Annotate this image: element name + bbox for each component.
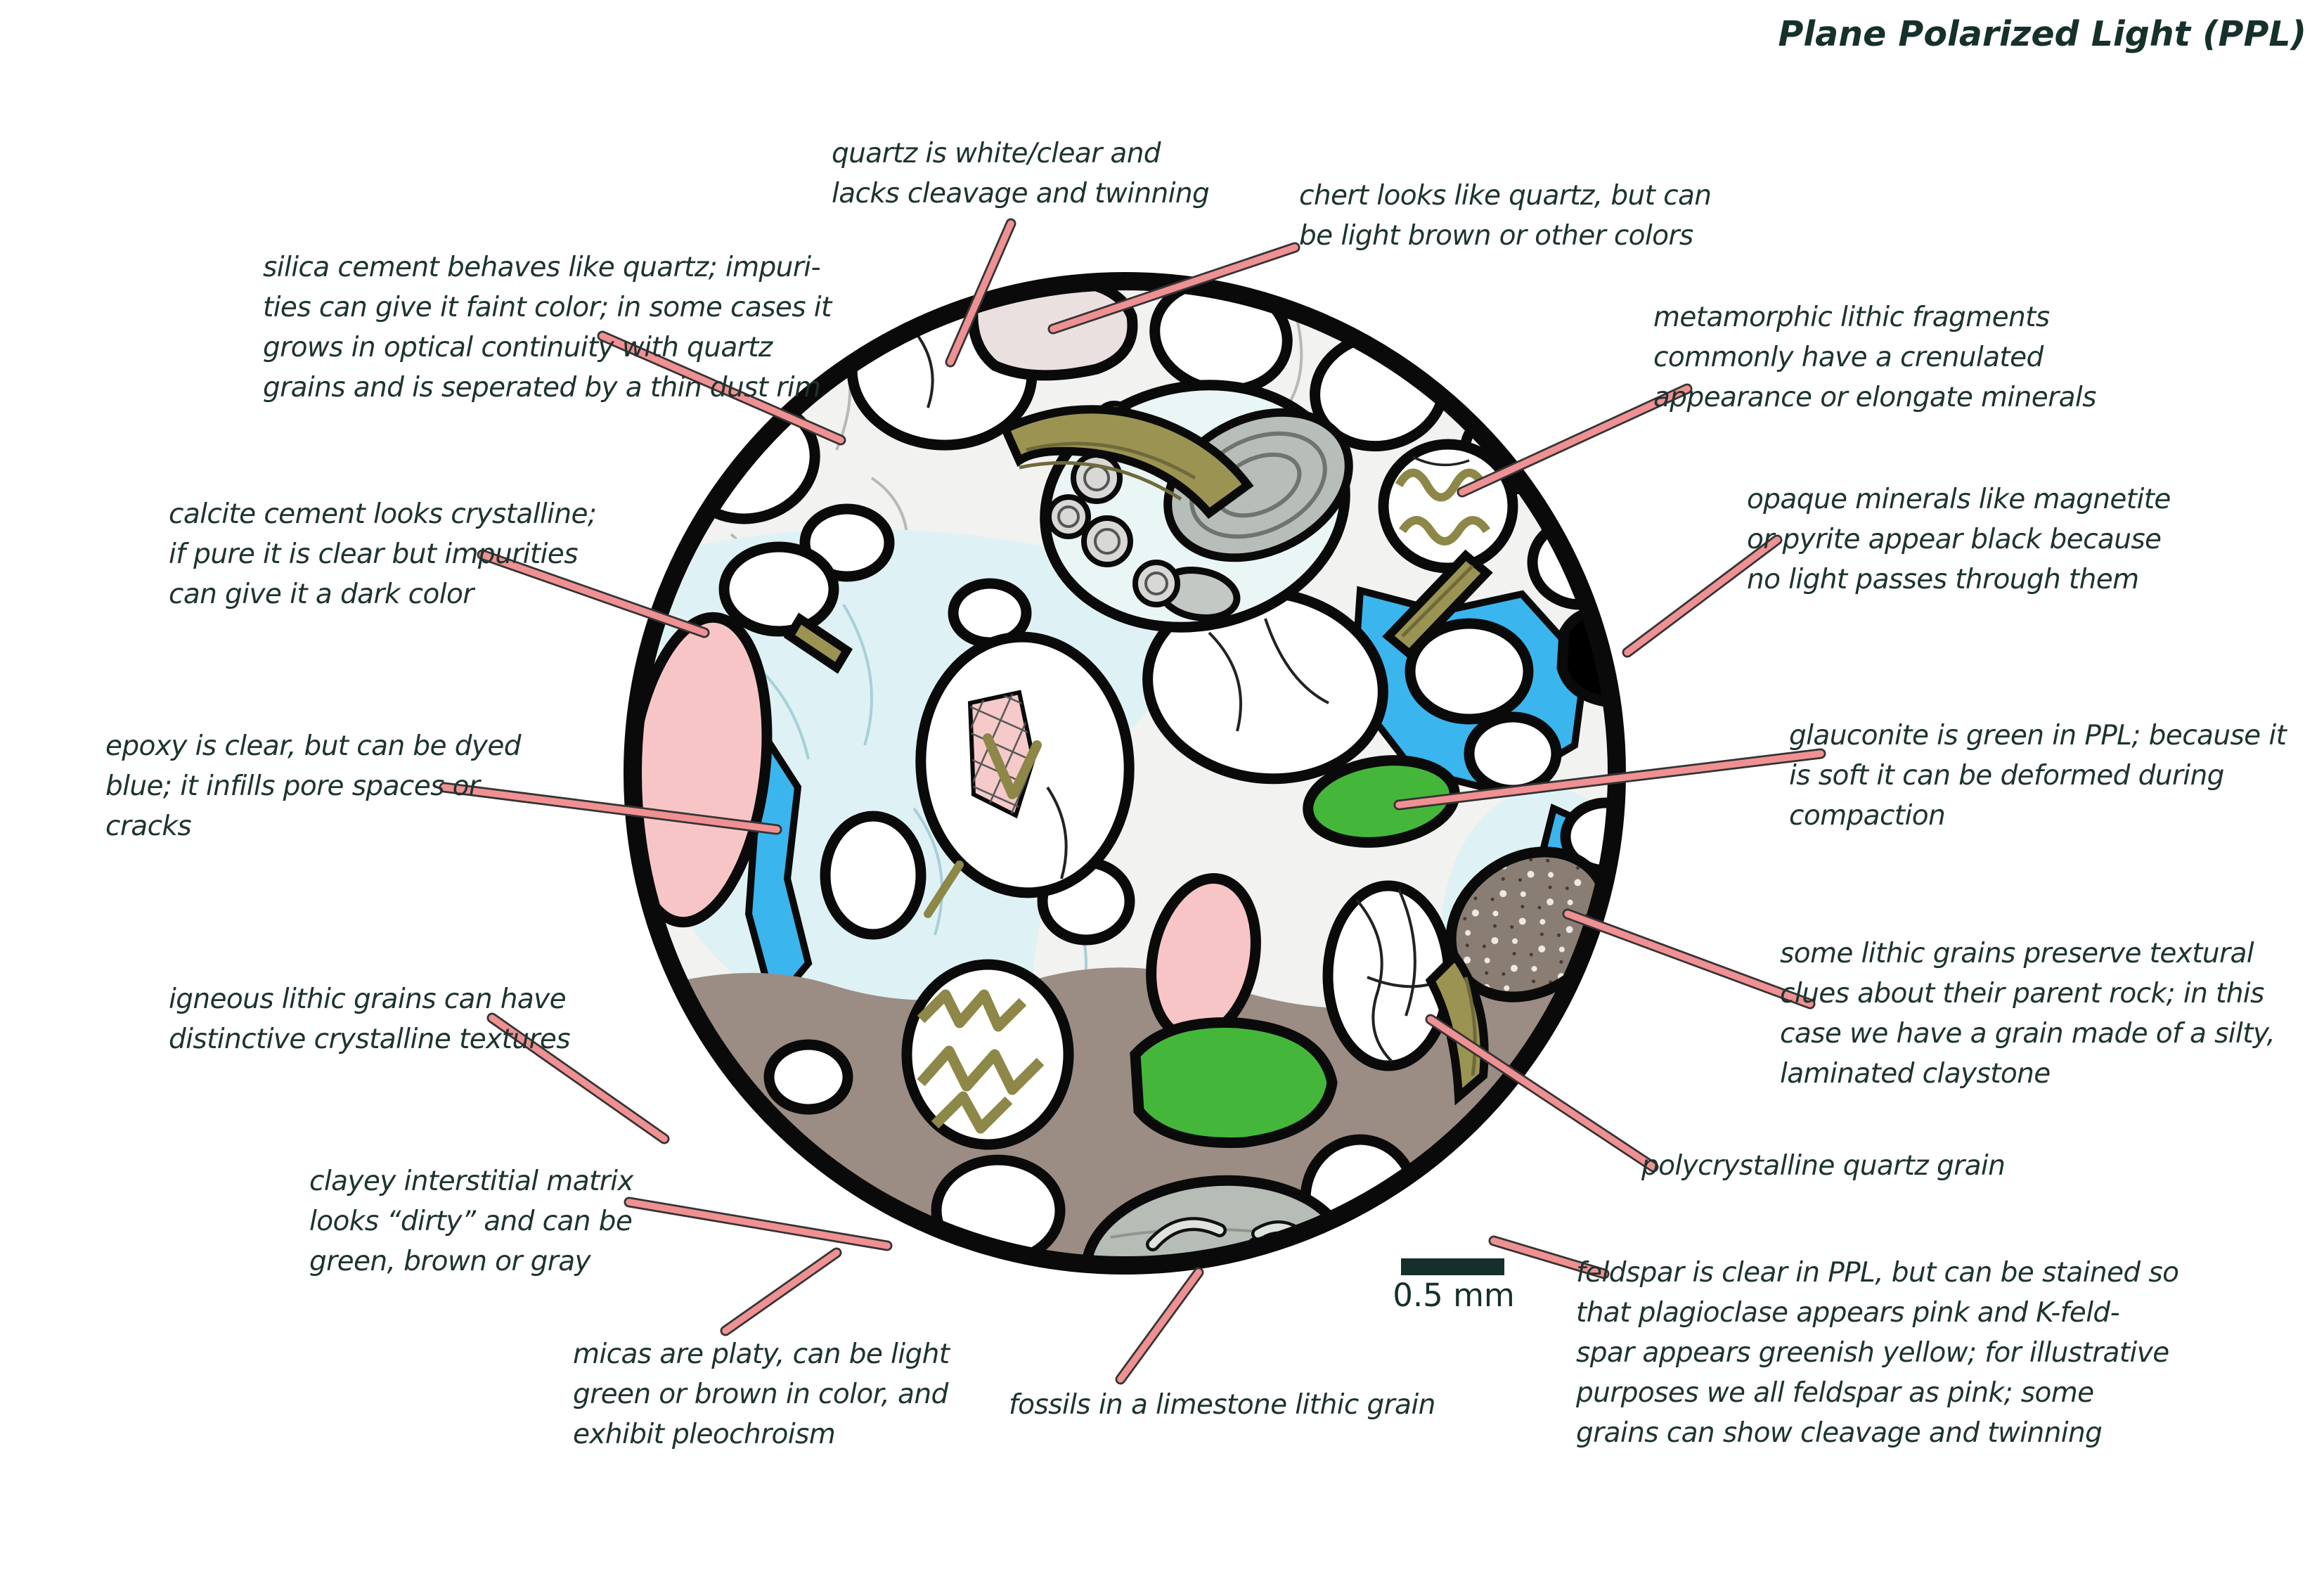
leader-line-fossils bbox=[1117, 1269, 1202, 1383]
leader-line-micas bbox=[722, 1249, 840, 1334]
leader-line-chert bbox=[1050, 244, 1298, 333]
leader-line-polycrystalline bbox=[1427, 1016, 1657, 1170]
annotation-quartz: quartz is white/clear and lacks cleavage… bbox=[832, 138, 1210, 209]
annotation-glauconite: glauconite is green in PPL; because it i… bbox=[1789, 720, 2287, 832]
leader-line-calcite bbox=[479, 551, 708, 636]
leader-line-igneous bbox=[489, 1014, 668, 1142]
leader-line-quartz bbox=[947, 220, 1014, 366]
leader-line-lithic bbox=[1564, 910, 1814, 1007]
annotation-opaque: opaque minerals like magnetite or pyrite… bbox=[1747, 484, 2171, 595]
annotation-micas: micas are platy, can be light green or b… bbox=[573, 1339, 950, 1450]
annotation-polycrystalline: polycrystalline quartz grain bbox=[1641, 1150, 2006, 1182]
annotation-silica-cement: silica cement behaves like quartz; impur… bbox=[263, 252, 832, 404]
leader-line-epoxy bbox=[441, 784, 780, 833]
annotation-feldspar: feldspar is clear in PPL, but can be sta… bbox=[1576, 1257, 2179, 1449]
page-title: Plane Polarized Light (PPL) bbox=[1778, 14, 2306, 54]
leader-line-opaque bbox=[1624, 536, 1781, 656]
metamorphic-zigzag-grain bbox=[901, 959, 1074, 1150]
annotation-fossils: fossils in a limestone lithic grain bbox=[1009, 1389, 1435, 1421]
glauconite-grain bbox=[1130, 755, 1460, 1148]
metamorphic-lithic-fragment bbox=[1378, 439, 1518, 574]
scale-bar-label: 0.5 mm bbox=[1393, 1277, 1515, 1314]
leader-line-silica bbox=[599, 333, 844, 444]
mica-lath bbox=[1000, 405, 1254, 520]
annotation-igneous: igneous lithic grains can have distincti… bbox=[169, 983, 571, 1055]
annotation-clayey: clayey interstitial matrix looks “dirty”… bbox=[309, 1166, 633, 1277]
annotation-lithic: some lithic grains preserve textural clu… bbox=[1780, 938, 2275, 1090]
annotation-metamorphic: metamorphic lithic fragments commonly ha… bbox=[1653, 302, 2096, 413]
leader-lines bbox=[439, 218, 1826, 1385]
leader-line-metamorphic bbox=[1459, 385, 1691, 496]
mica-striations bbox=[807, 441, 1477, 1251]
leader-line-feldspar bbox=[1490, 1237, 1608, 1277]
leader-line-glauconite bbox=[1395, 750, 1824, 808]
leader-line-clayey bbox=[626, 1199, 891, 1249]
grain-with-stained-patch bbox=[915, 631, 1135, 918]
annotation-epoxy: epoxy is clear, but can be dyed blue; it… bbox=[105, 730, 521, 842]
scale-bar bbox=[1401, 1258, 1504, 1275]
quartz-crack-lines bbox=[912, 329, 1329, 732]
annotation-calcite: calcite cement looks crystalline; if pur… bbox=[169, 498, 597, 610]
annotation-chert: chert looks like quartz, but can be ligh… bbox=[1299, 180, 1712, 252]
